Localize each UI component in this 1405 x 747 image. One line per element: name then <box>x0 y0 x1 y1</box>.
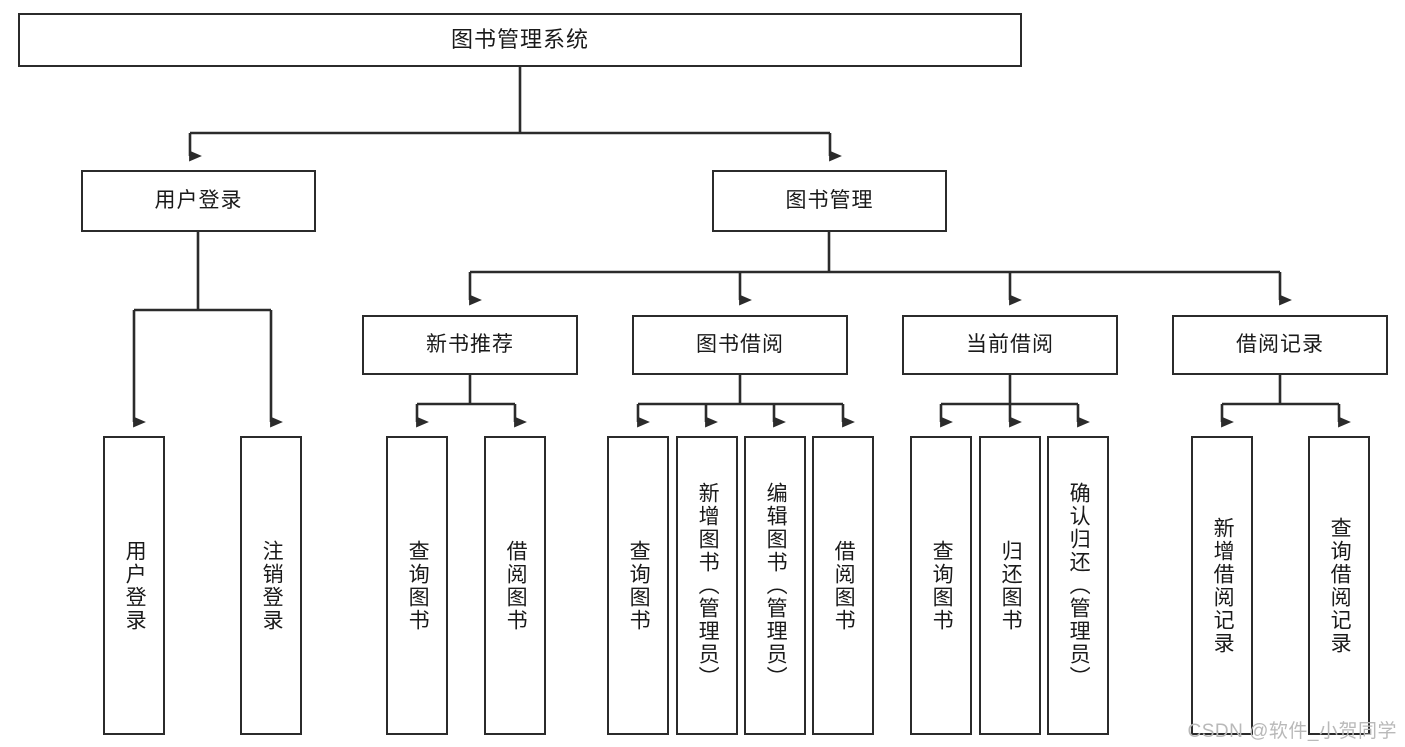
leaf-query-book-current[interactable]: 查询图书 <box>910 436 972 735</box>
node-label: 归还图书 <box>999 539 1023 632</box>
node-label: 用户登录 <box>123 539 147 632</box>
node-label: 新书推荐 <box>426 332 514 356</box>
node-label: 确认归还（管理员） <box>1067 482 1091 689</box>
node-label: 注销登录 <box>260 539 284 632</box>
node-book-management[interactable]: 图书管理 <box>712 170 947 232</box>
node-new-book-recommend[interactable]: 新书推荐 <box>362 315 578 375</box>
csdn-watermark: CSDN @软件_小贺同学 <box>1187 721 1397 742</box>
node-user-login[interactable]: 用户登录 <box>81 170 316 232</box>
leaf-query-borrow-record[interactable]: 查询借阅记录 <box>1308 436 1370 735</box>
leaf-add-book-admin[interactable]: 新增图书（管理员） <box>676 436 738 735</box>
leaf-confirm-return-admin[interactable]: 确认归还（管理员） <box>1047 436 1109 735</box>
node-borrow-record[interactable]: 借阅记录 <box>1172 315 1388 375</box>
node-label: 图书管理 <box>785 188 874 212</box>
leaf-borrow-book-new-recommend[interactable]: 借阅图书 <box>484 436 546 735</box>
leaf-query-book-borrow[interactable]: 查询图书 <box>607 436 669 735</box>
node-root-book-management-system[interactable]: 图书管理系统 <box>18 13 1022 67</box>
leaf-logout-login[interactable]: 注销登录 <box>240 436 302 735</box>
node-label: 图书借阅 <box>696 332 784 356</box>
node-label: 查询图书 <box>627 539 651 632</box>
node-book-borrow[interactable]: 图书借阅 <box>632 315 848 375</box>
node-label: 查询借阅记录 <box>1328 516 1352 655</box>
node-label: 新增借阅记录 <box>1211 516 1235 655</box>
node-label: 用户登录 <box>154 188 243 212</box>
node-label: 借阅记录 <box>1236 332 1324 356</box>
node-label: 查询图书 <box>930 539 954 632</box>
leaf-add-borrow-record[interactable]: 新增借阅记录 <box>1191 436 1253 735</box>
node-label: 当前借阅 <box>966 332 1054 356</box>
node-label: 借阅图书 <box>832 539 856 632</box>
node-current-borrow[interactable]: 当前借阅 <box>902 315 1118 375</box>
node-label: 借阅图书 <box>504 539 528 632</box>
node-label: 编辑图书（管理员） <box>764 482 788 689</box>
leaf-edit-book-admin[interactable]: 编辑图书（管理员） <box>744 436 806 735</box>
leaf-user-login[interactable]: 用户登录 <box>103 436 165 735</box>
leaf-query-book-new-recommend[interactable]: 查询图书 <box>386 436 448 735</box>
node-label: 查询图书 <box>406 539 430 632</box>
leaf-return-book[interactable]: 归还图书 <box>979 436 1041 735</box>
node-label: 新增图书（管理员） <box>696 482 720 689</box>
leaf-borrow-book-borrow[interactable]: 借阅图书 <box>812 436 874 735</box>
node-label: 图书管理系统 <box>450 27 589 53</box>
